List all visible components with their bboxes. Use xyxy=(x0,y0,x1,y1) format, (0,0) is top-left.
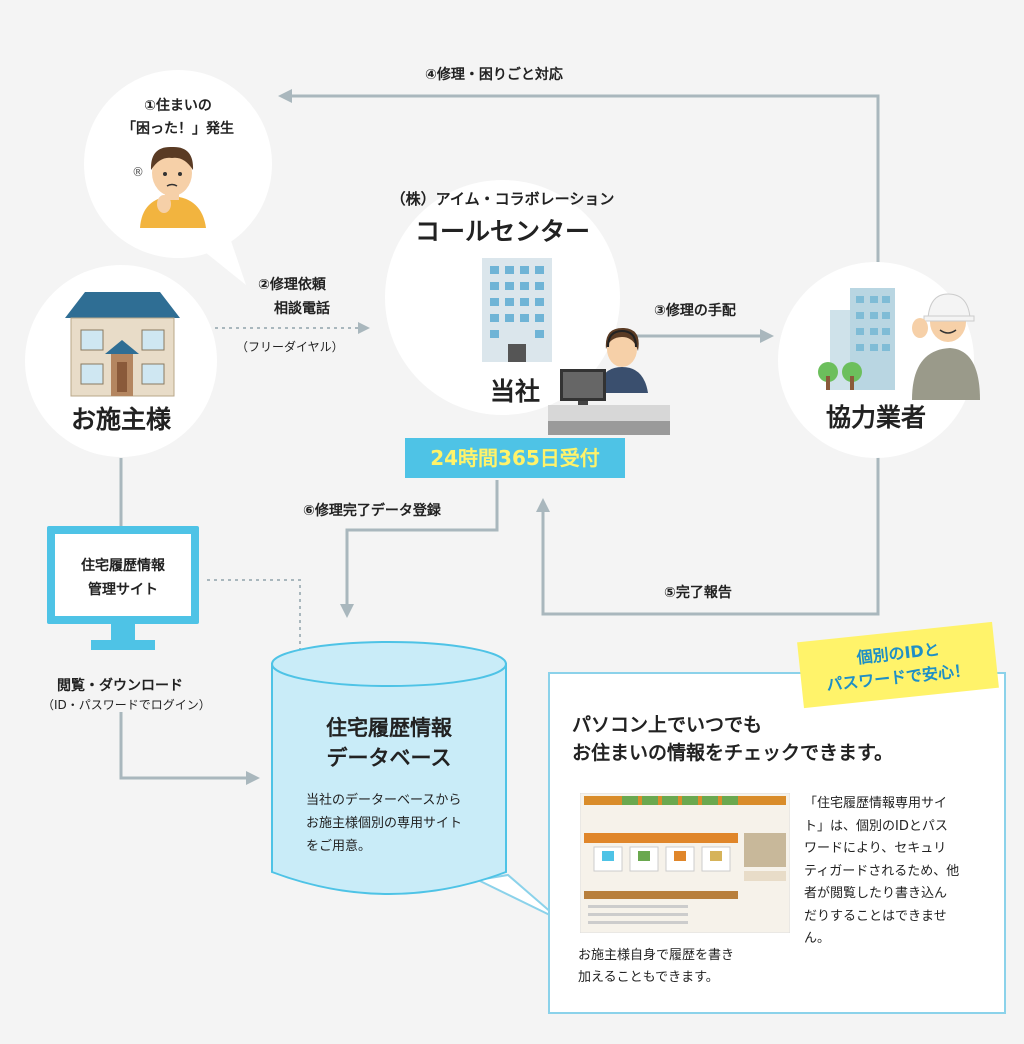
db-title1: 住宅履歴情報 xyxy=(326,716,452,740)
step4-label: ④修理・困りごと対応 xyxy=(425,67,563,83)
info-body-line: だりすることはできませ xyxy=(804,908,947,924)
site-note: （ID・パスワードでログイン） xyxy=(42,698,211,712)
info-headline2: お住まいの情報をチェックできます。 xyxy=(572,742,894,764)
info-body-line: ワードにより、セキュリ xyxy=(804,841,947,856)
office-building-icon xyxy=(482,258,552,362)
step2-line1: ②修理依頼 xyxy=(258,277,326,293)
partner-buildings-icon xyxy=(800,280,980,400)
db-desc1: 当社のデーターベースから xyxy=(306,793,462,808)
info-body: 「住宅履歴情報専用サイ ト」は、個別のIDとパス ワードにより、セキュリ ティガ… xyxy=(804,793,959,951)
info-body-line: ん。 xyxy=(804,931,831,946)
bubble-line2: 「困った！」発生 xyxy=(122,121,234,137)
step5-label: ⑤完了報告 xyxy=(664,585,732,601)
database-cylinder xyxy=(270,640,508,898)
db-desc3: をご用意。 xyxy=(306,839,372,854)
callcenter-self-label: 当社 xyxy=(490,377,541,406)
db-desc2: お施主様個別の専用サイト xyxy=(306,816,463,831)
site-line1: 住宅履歴情報 xyxy=(81,558,165,574)
info-body-line: 者が閲覧したり書き込ん xyxy=(804,886,948,901)
svg-text:®: ® xyxy=(132,165,144,179)
site-caption: 閲覧・ダウンロード xyxy=(57,678,183,694)
site-line2: 管理サイト xyxy=(88,582,158,598)
shot-caption1: お施主様自身で履歴を書き xyxy=(578,948,735,963)
owner-label: お施主様 xyxy=(70,405,171,434)
worried-person-icon: ® xyxy=(132,138,212,228)
step2-note: （フリーダイヤル） xyxy=(236,340,344,354)
step2-line2: 相談電話 xyxy=(274,301,330,317)
info-headline1: パソコン上でいつでも xyxy=(572,714,763,736)
step6-label: ⑥修理完了データ登録 xyxy=(303,503,441,519)
info-body-line: 「住宅履歴情報専用サイ xyxy=(804,796,948,811)
callcenter-company: （株）アイム・コラボレーション xyxy=(390,190,615,208)
partner-label: 協力業者 xyxy=(825,403,926,432)
step3-label: ③修理の手配 xyxy=(654,303,736,319)
shot-caption2: 加えることもできます。 xyxy=(578,970,719,985)
monitor-icon xyxy=(47,526,199,654)
reception-badge: 24時間365日受付 xyxy=(405,438,625,478)
house-icon xyxy=(55,288,190,398)
db-title2: データベース xyxy=(326,746,452,770)
bubble-line1: ①住まいの xyxy=(144,98,212,114)
operator-icon xyxy=(548,325,670,435)
site-screenshot-thumbnail xyxy=(579,792,791,934)
callcenter-name: コールセンター xyxy=(414,217,590,246)
info-body-line: ト」は、個別のIDとパス xyxy=(804,818,948,834)
info-body-line: ティガードされるため、他 xyxy=(804,863,960,879)
